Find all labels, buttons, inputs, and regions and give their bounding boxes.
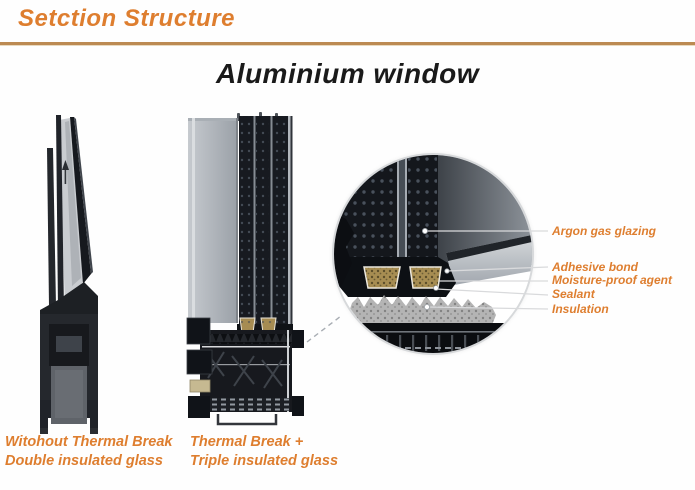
callout-label-moisture: Moisture-proof agent (552, 273, 672, 287)
triple-glazing (239, 116, 293, 328)
main-title: Aluminium window (215, 58, 480, 89)
callout-label-argon: Argon gas glazing (552, 224, 657, 238)
caption-middle-line1: Thermal Break + (190, 434, 304, 450)
left-glass-panes (47, 115, 93, 310)
left-frame (40, 282, 98, 434)
dashed-connector (306, 315, 342, 343)
left-arrow-marker (62, 160, 69, 184)
callout-label-adhesive: Adhesive bond (552, 260, 639, 274)
detail-glass-panes (342, 155, 437, 265)
caption-left-line1: Witohout Thermal Break (5, 434, 173, 450)
detail-circle-svg (334, 155, 532, 353)
aluminium-panel (188, 118, 238, 323)
detail-bottom-frame (336, 323, 522, 353)
detail-sill (446, 235, 532, 285)
detail-foam-insulation (348, 295, 496, 328)
caption-middle-line2: Triple insulated glass (190, 453, 339, 469)
thermal-break-frame (186, 317, 304, 418)
callout-label-insulation: Insulation (552, 302, 609, 316)
dimension-bracket (216, 414, 278, 426)
detail-circle-image (334, 155, 532, 353)
detail-sill-edge (446, 235, 532, 261)
page-title: Setction Structure (18, 5, 236, 32)
header-rule (0, 42, 695, 45)
middle-profile-image (186, 112, 304, 426)
caption-left-profile: Witohout Thermal Break Double insulated … (5, 433, 172, 471)
left-profile-image (40, 115, 98, 434)
caption-left-line2: Double insulated glass (5, 453, 163, 469)
detail-gasket (334, 213, 354, 291)
callout-label-sealant: Sealant (552, 287, 595, 301)
caption-middle-profile: Thermal Break + Triple insulated glass (190, 433, 338, 471)
